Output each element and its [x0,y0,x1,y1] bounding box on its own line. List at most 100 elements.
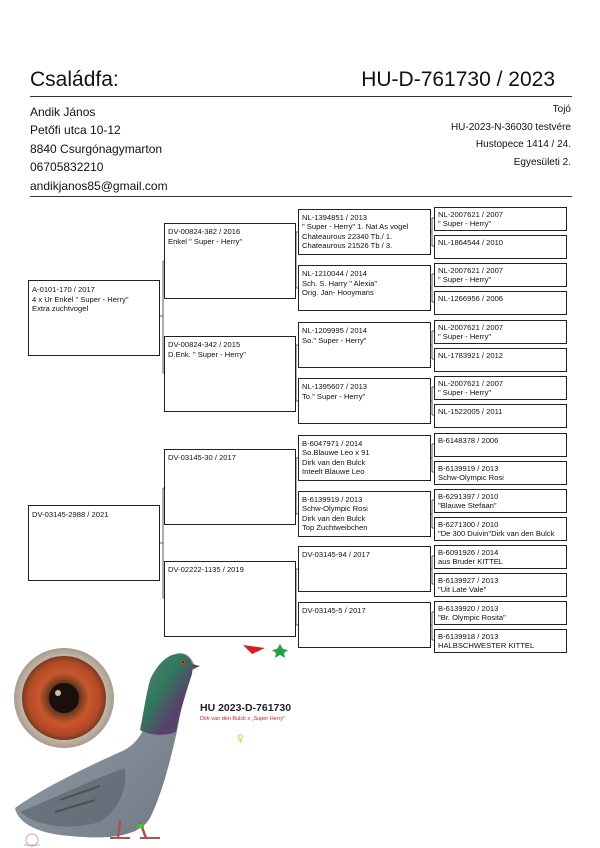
g4-line: "Blauwe Stefaan" [438,501,497,510]
g3-line: To." Super - Herry" [302,391,366,401]
pedigree-g3-box: B-6047971 / 2014 So.Blauwe Leo x 91 Dirk… [298,435,431,481]
owner-phone: 06705832210 [30,160,104,175]
g4-line: Schw-Olympic Rosi [438,473,504,482]
g3-line: Dirk van den Bulck [302,457,366,467]
g4-line: aus Bruder KITTEL [438,557,503,566]
g3-line: Inteelt Blauwe Leo [302,466,365,476]
pedigree-g2-box: DV-03145-30 / 2017 [164,449,296,525]
g3-ring: NL-1210044 / 2014 [302,269,368,278]
pigeon-sex: Tojó [552,104,571,115]
g2-ring: DV-02222-1135 / 2019 [168,565,244,574]
g2-ring: DV-00824-382 / 2016 [168,227,241,236]
g4-ring: NL-1864544 / 2010 [438,238,504,247]
g3-ring: B-6139919 / 2013 [302,495,363,504]
g4-line: "De 300 Duivin"Dirk van den Bulck [438,529,555,538]
g4-line: " Super - Herry" [438,275,492,284]
pedigree-g3-box: NL-1395607 / 2013 To." Super - Herry" [298,378,431,424]
pedigree-g4-box: NL-1266956 / 2006 [434,291,567,315]
g3-line: Sch. S. Harry " Alexia" [302,278,378,288]
g3-line: " Super - Herry" 1. Nat As vogel [302,222,409,232]
g4-ring: NL-2007621 / 2007 [438,266,504,275]
g4-ring: NL-1266956 / 2006 [438,294,504,303]
pedigree-g3-box: B-6139919 / 2013 Schw-Olympic Rosi Dirk … [298,491,431,537]
owner-name: Andik János [30,105,96,119]
g3-line: So." Super - Herry" [302,335,367,345]
g4-ring: B-6139918 / 2013 [438,632,499,641]
pigeon-image [15,653,200,839]
pigeon-ring-number: HU-D-761730 / 2023 [361,68,555,91]
pedigree-g2-box: DV-00824-382 / 2016 Enkel " Super - Herr… [164,223,296,299]
pigeon-photo [14,644,288,847]
pedigree-g4-box: NL-2007621 / 2007" Super - Herry" [434,263,567,287]
eye-closeup-image [14,648,114,748]
g4-ring: B-6291397 / 2010 [438,492,499,501]
pedigree-g4-box: B-6271300 / 2010"De 300 Duivin"Dirk van … [434,517,567,541]
pigeon-result: Hustopece 1414 / 24. [475,139,571,150]
g4-line: HALBSCHWESTER KITTEL [438,641,535,650]
g4-line: " Super - Herry" [438,388,492,397]
g4-ring: NL-2007621 / 2007 [438,323,504,332]
g4-line: "Br. Olympic Rosita" [438,613,506,622]
photo-card-subtitle: Dirk van den Bulck x „Super Herry” [200,716,285,722]
pedigree-dam: DV-03145-2988 / 2021 [28,505,160,581]
g4-ring: B-6271300 / 2010 [438,520,499,529]
pigeon-sibling: HU-2023-N-36030 testvére [450,121,571,133]
g3-line: Chateaurous 22340 Tb./ 1. [302,231,393,241]
pedigree-g4-box: NL-2007621 / 2007" Super - Herry" [434,376,567,400]
photo-card-ring: HU 2023-D-761730 [200,702,292,714]
g4-line: " Super - Herry" [438,219,492,228]
g3-ring: NL-1209995 / 2014 [302,326,368,335]
pedigree-g4-box: NL-2007621 / 2007" Super - Herry" [434,207,567,231]
pedigree-g4-box: NL-1522005 / 2011 [434,404,567,428]
g4-ring: B-6091926 / 2014 [438,548,499,557]
pedigree-g4-box: B-6139920 / 2013"Br. Olympic Rosita" [434,601,567,625]
pedigree-g2-box: DV-02222-1135 / 2019 [164,561,296,637]
watermark-logo [24,833,40,847]
g3-ring: DV-03145-5 / 2017 [302,606,366,615]
g4-ring: B-6139927 / 2013 [438,576,499,585]
g3-line: Schw-Olympic Rosi [302,504,368,514]
owner-city: 8840 Csurgónagymarton [30,141,163,156]
g3-ring: NL-1394851 / 2013 [302,213,368,222]
g3-line: Top Zuchtweibchen [302,522,368,532]
g3-ring: B-6047971 / 2014 [302,439,363,448]
g4-ring: NL-2007621 / 2007 [438,379,504,388]
owner-street: Petőfi utca 10-12 [30,123,121,138]
g4-ring: B-6139920 / 2013 [438,604,499,613]
pigeon-club: Egyesületi 2. [513,156,571,168]
g3-line: So.Blauwe Leo x 91 [302,448,370,458]
g3-ring: DV-03145-94 / 2017 [302,550,370,559]
pigeon-info-block: Tojó HU-2023-N-36030 testvére Hustopece … [451,101,571,171]
pedigree-g3-box: NL-1209995 / 2014 So." Super - Herry" [298,322,431,368]
pedigree-g4-box: NL-1783921 / 2012 [434,348,567,372]
pedigree-g2-box: DV-00824-342 / 2015 D.Enk. " Super - Her… [164,336,296,412]
pedigree-g4-box: B-6139927 / 2013"Uit Late Vale" [434,573,567,597]
g4-ring: NL-1522005 / 2011 [438,407,503,416]
dam-ring: DV-03145-2988 / 2021 [32,510,109,519]
sire-line-2: Extra zuchtvogel [32,304,89,314]
pedigree-g4-box: NL-1864544 / 2010 [434,235,567,259]
page-title: Családfa: [30,68,119,91]
pedigree-g3-box: NL-1394851 / 2013 " Super - Herry" 1. Na… [298,209,431,255]
sire-line-1: 4 x Ur Enkel " Super - Herry" [32,294,129,304]
g4-ring: NL-1783921 / 2012 [438,351,504,360]
g4-line: " Super - Herry" [438,332,492,341]
owner-email: andikjanos85@gmail.com [30,178,168,193]
g4-ring: B-6139919 / 2013 [438,464,499,473]
g3-line: Orig. Jan- Hooymans [302,288,374,298]
g3-ring: NL-1395607 / 2013 [302,382,368,391]
pedigree-g3-box: DV-03145-94 / 2017 [298,546,431,592]
breeder-logo [243,644,288,658]
g4-ring: B-6148378 / 2006 [438,436,499,445]
owner-block: Andik János Petőfi utca 10-12 8840 Csurg… [30,103,168,195]
sire-ring: A-0101-170 / 2017 [32,285,95,294]
pedigree-g4-box: B-6148378 / 2006 [434,433,567,457]
pedigree-g4-box: NL-2007621 / 2007" Super - Herry" [434,320,567,344]
pedigree-g3-box: NL-1210044 / 2014 Sch. S. Harry " Alexia… [298,265,431,311]
pedigree-g4-box: B-6291397 / 2010"Blauwe Stefaan" [434,489,567,513]
g3-line: Dirk van den Bulck [302,513,366,523]
g4-line: "Uit Late Vale" [438,585,487,594]
